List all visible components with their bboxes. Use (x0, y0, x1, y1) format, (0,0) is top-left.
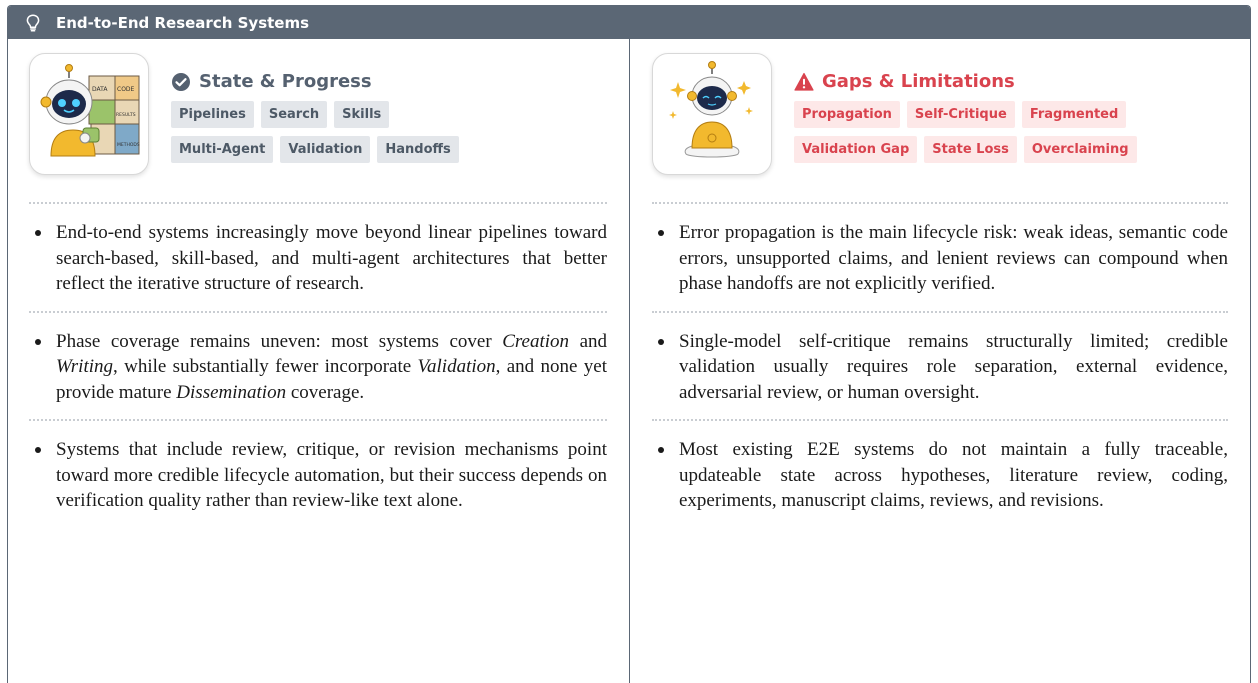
puzzle-label-results: RESULTS (116, 112, 136, 118)
phase-dissemination: Dissemination (176, 381, 287, 403)
bullet-item: End-to-end systems increasingly move bey… (29, 220, 607, 297)
check-circle-icon (171, 72, 191, 92)
tag-state-loss: State Loss (924, 136, 1017, 163)
state-progress-title: State & Progress (199, 71, 372, 92)
bullet-text: , and none yet provide mature (56, 356, 608, 403)
state-tags: Pipelines Search Skills Multi-Agent Vali… (171, 101, 459, 163)
gap-bullet-list: Error propagation is the main lifecycle … (652, 204, 1228, 311)
bullet-item: Single-model self-critique remains struc… (652, 329, 1228, 406)
robot-meditating-illustration (669, 61, 753, 158)
tag-handoffs: Handoffs (377, 136, 459, 163)
phase-validation: Validation (417, 356, 496, 377)
dotted-divider (29, 202, 607, 204)
tag-propagation: Propagation (794, 101, 900, 128)
tag-overclaiming: Overclaiming (1023, 136, 1137, 163)
tag-pipelines: Pipelines (171, 101, 254, 128)
bullet-item: Error propagation is the main lifecycle … (652, 220, 1228, 297)
gap-tags: Propagation Self-Critique Fragmented Val… (794, 101, 1137, 163)
state-progress-column: DATA CODE RESULTS METHODS (8, 39, 629, 683)
puzzle-label-data: DATA (92, 86, 108, 93)
bullet-item: Phase coverage remains uneven: most syst… (29, 329, 607, 406)
bullet-text: Phase coverage remains uneven: most syst… (56, 330, 503, 352)
tag-validation: Validation (280, 136, 371, 163)
dotted-divider (652, 310, 1228, 313)
bullet-text: , while substantially fewer incorporate (113, 356, 418, 377)
state-bullet-list: End-to-end systems increasingly move bey… (29, 204, 607, 311)
state-bullet-list-3: Systems that include review, critique, o… (29, 421, 607, 528)
bullet-item: Most existing E2E systems do not maintai… (652, 437, 1228, 514)
tag-fragmented: Fragmented (1021, 101, 1127, 128)
state-bullet-list-2: Phase coverage remains uneven: most syst… (29, 313, 607, 420)
lightbulb-icon (26, 13, 46, 32)
dotted-divider (29, 419, 607, 421)
tag-search: Search (260, 101, 328, 128)
phase-writing: Writing (56, 356, 114, 377)
puzzle-label-code: CODE (117, 86, 135, 93)
puzzle-label-methods: METHODS (117, 142, 140, 148)
gaps-limitations-title: Gaps & Limitations (822, 71, 1015, 92)
card-title: End-to-End Research Systems (56, 13, 310, 32)
research-systems-card: End-to-End Research Systems DATA CODE (7, 5, 1251, 683)
dotted-divider (29, 310, 607, 313)
tag-skills: Skills (334, 101, 390, 128)
robot-meditating-avatar (652, 53, 772, 175)
phase-creation: Creation (502, 330, 570, 352)
dotted-divider (652, 202, 1228, 204)
gaps-limitations-column: Gaps & Limitations Propagation Self-Crit… (629, 39, 1250, 683)
bullet-text: coverage. (286, 381, 365, 403)
tag-multi-agent: Multi-Agent (171, 136, 274, 163)
gap-bullet-list-3: Most existing E2E systems do not maintai… (652, 421, 1228, 528)
bullet-item: Systems that include review, critique, o… (29, 437, 607, 514)
robot-puzzle-avatar: DATA CODE RESULTS METHODS (29, 53, 149, 175)
tag-self-critique: Self-Critique (906, 101, 1015, 128)
tag-validation-gap: Validation Gap (794, 136, 918, 163)
robot-puzzle-illustration: DATA CODE RESULTS METHODS (40, 64, 140, 157)
gap-bullet-list-2: Single-model self-critique remains struc… (652, 313, 1228, 420)
warning-triangle-icon (794, 72, 814, 92)
card-header: End-to-End Research Systems (8, 6, 1250, 39)
bullet-text: and (569, 330, 608, 352)
dotted-divider (652, 419, 1228, 421)
